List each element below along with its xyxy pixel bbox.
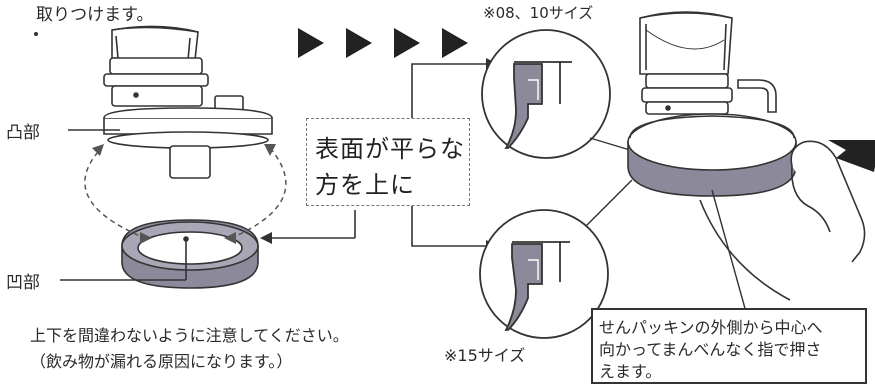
step-arrows: [298, 28, 468, 58]
arrow-icon-4: [442, 28, 468, 58]
packing-ring: [121, 219, 259, 289]
size-note-top: ※08、10サイズ: [483, 4, 594, 22]
fit-guide: [84, 147, 287, 237]
press-instruction: せんパッキンの外側から中心へ 向かってまんべんなく指で押さ えます。: [591, 308, 867, 384]
cap-part: [103, 25, 273, 179]
size-note-bottom: ※15サイズ: [444, 346, 526, 365]
intro-fragment: 取りつけます。: [36, 5, 154, 25]
label-convex: 凸部: [6, 123, 40, 143]
detail-circle-size-08-10: [481, 29, 611, 159]
assembled-cap: [627, 11, 797, 197]
arrow-icon-2: [346, 28, 372, 58]
press-arrow-icon: [828, 140, 875, 172]
warning-line-1: 上下を間違わないように注意してください。: [30, 326, 349, 345]
arrow-icon-1: [298, 28, 324, 58]
hand: [699, 140, 866, 301]
warning-line-2: （飲み物が漏れる原因になります。）: [30, 352, 293, 371]
detail-circle-size-15: [479, 209, 609, 339]
flat-side-note: 表面が平らな 方を上に: [306, 118, 470, 206]
arrow-icon-3: [394, 28, 420, 58]
label-concave: 凹部: [6, 273, 40, 293]
